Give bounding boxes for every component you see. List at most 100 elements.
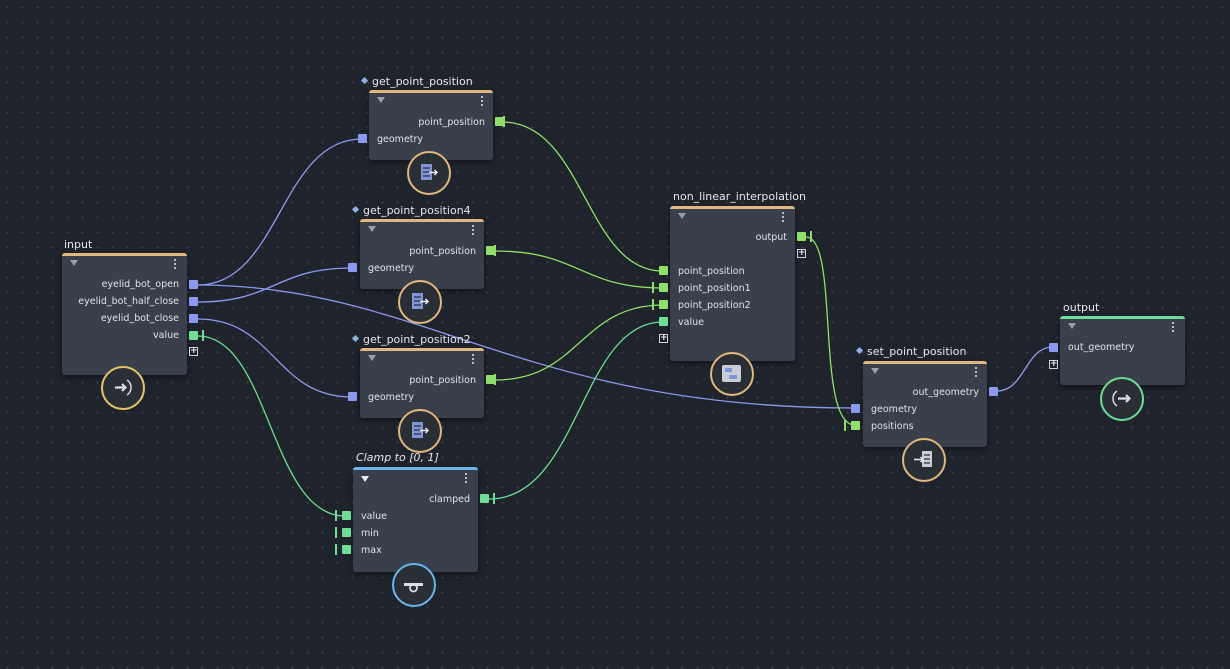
collapse-icon[interactable] [377, 97, 385, 103]
port-geometry[interactable] [851, 404, 860, 413]
port-label-value: value [678, 317, 704, 328]
node-input[interactable]: eyelid_bot_open eyelid_bot_half_close ey… [62, 253, 187, 375]
wire-open-to-set [197, 284, 856, 409]
node-menu-icon[interactable] [465, 473, 467, 483]
node-title-set-point-position: set_point_position [855, 345, 966, 358]
port-label-clamped: clamped [429, 494, 470, 505]
node-output[interactable]: out_geometry [1060, 316, 1185, 385]
port-geometry[interactable] [348, 392, 357, 401]
wire-open-to-gpp [197, 138, 363, 286]
wire-close-to-gpp2 [197, 318, 353, 398]
node-clamp[interactable]: clamped value min max [353, 467, 478, 572]
port-label-eyelid-bot-half-close: eyelid_bot_half_close [78, 296, 179, 307]
port-value[interactable] [189, 331, 198, 340]
node-get-point-position4[interactable]: point_position geometry [360, 219, 484, 289]
collapse-icon[interactable] [368, 355, 376, 361]
node-title-get-point-position: get_point_position [360, 75, 473, 88]
port-value[interactable] [659, 317, 668, 326]
set-icon [902, 438, 946, 482]
port-connector [335, 544, 337, 555]
node-header-bar [353, 467, 478, 470]
node-menu-icon[interactable] [1172, 322, 1174, 332]
port-min[interactable] [342, 528, 351, 537]
node-title-clamp: Clamp to [0, 1] [356, 451, 439, 464]
node-header-bar [1060, 316, 1185, 319]
node-get-point-position2[interactable]: point_position geometry [360, 348, 484, 418]
port-label-point-position: point_position [409, 246, 476, 257]
node-menu-icon[interactable] [174, 259, 176, 269]
port-point-position[interactable] [659, 266, 668, 275]
wire-set-to-output [996, 346, 1054, 392]
wire-nli-to-set [805, 236, 856, 426]
node-menu-icon[interactable] [472, 354, 474, 364]
node-set-point-position[interactable]: out_geometry geometry positions [863, 361, 987, 447]
node-header-bar [670, 206, 795, 209]
port-label-eyelid-bot-open: eyelid_bot_open [101, 279, 179, 290]
port-value[interactable] [342, 511, 351, 520]
port-output[interactable] [797, 232, 806, 241]
port-point-position[interactable] [495, 117, 504, 126]
node-menu-icon[interactable] [782, 212, 784, 222]
port-eyelid-bot-close[interactable] [189, 314, 198, 323]
port-label-point-position: point_position [678, 266, 745, 277]
port-point-position1[interactable] [659, 283, 668, 292]
port-label-out-geometry: out_geometry [912, 387, 979, 398]
port-eyelid-bot-half-close[interactable] [189, 297, 198, 306]
node-menu-icon[interactable] [481, 96, 483, 106]
compound-icon [407, 151, 451, 195]
port-label-geometry: geometry [368, 392, 415, 403]
node-non-linear-interpolation[interactable]: output point_position point_position1 po… [670, 206, 795, 361]
collapse-icon[interactable] [368, 226, 376, 232]
port-connector [652, 299, 654, 310]
add-port-button[interactable]: + [1049, 359, 1058, 369]
node-get-point-position[interactable]: point_position geometry [369, 90, 493, 160]
port-positions[interactable] [851, 421, 860, 430]
collapse-icon[interactable] [1068, 323, 1076, 329]
port-point-position[interactable] [486, 375, 495, 384]
node-title-get-point-position2: get_point_position2 [351, 333, 471, 346]
port-geometry[interactable] [348, 263, 357, 272]
node-menu-icon[interactable] [472, 225, 474, 235]
port-connector [335, 527, 337, 538]
port-label-value: value [153, 330, 179, 341]
node-header-bar [62, 253, 187, 256]
collapse-icon[interactable] [871, 368, 879, 374]
node-menu-icon[interactable] [975, 367, 977, 377]
collapse-icon[interactable] [70, 260, 78, 266]
arrow-out-icon [1100, 377, 1144, 421]
port-connector [493, 493, 495, 504]
interpolation-icon [710, 352, 754, 396]
port-out-geometry[interactable] [1049, 343, 1058, 352]
wire-gpp-to-nli [501, 121, 664, 272]
port-label-point-position2: point_position2 [678, 300, 751, 311]
add-port-button[interactable]: + [797, 248, 806, 258]
port-label-point-position1: point_position1 [678, 283, 751, 294]
node-title-output: output [1063, 301, 1100, 314]
port-max[interactable] [342, 545, 351, 554]
wire-gpp4-to-nli [494, 250, 664, 289]
port-clamped[interactable] [480, 494, 489, 503]
node-header-bar [360, 348, 484, 351]
port-label-min: min [361, 528, 379, 539]
port-geometry[interactable] [358, 134, 367, 143]
node-title-non-linear-interpolation: non_linear_interpolation [673, 190, 806, 203]
clamp-icon [392, 563, 436, 607]
collapse-icon[interactable] [678, 213, 686, 219]
collapse-icon[interactable] [361, 476, 369, 482]
port-connector [494, 374, 496, 385]
node-title-get-point-position4: get_point_position4 [351, 204, 471, 217]
add-port-button[interactable]: + [189, 346, 198, 356]
port-value-connector [202, 330, 204, 341]
port-out-geometry[interactable] [989, 387, 998, 396]
port-label-out-geometry: out_geometry [1068, 342, 1135, 353]
port-point-position[interactable] [486, 246, 495, 255]
wire-value-to-clamp [197, 335, 346, 517]
compound-icon [398, 280, 442, 324]
port-point-position2[interactable] [659, 300, 668, 309]
port-label-point-position: point_position [418, 117, 485, 128]
port-label-output: output [755, 232, 787, 243]
port-label-geometry: geometry [871, 404, 918, 415]
port-eyelid-bot-open[interactable] [189, 280, 198, 289]
node-header-bar [863, 361, 987, 364]
add-port-button[interactable]: + [659, 333, 668, 343]
